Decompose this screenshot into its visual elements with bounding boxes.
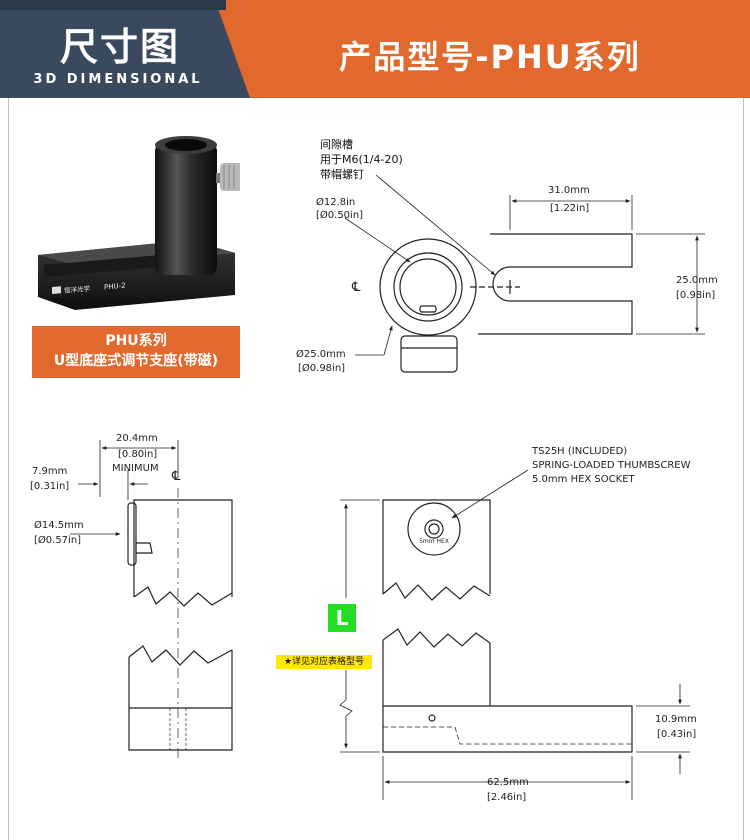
front-view-outline <box>382 499 633 753</box>
content-frame <box>8 98 744 840</box>
header-banner: 尺寸图 3D DIMENSIONAL 产品型号-PHU系列 <box>0 0 750 98</box>
side-centerline: ℄ <box>172 469 181 484</box>
product-photo: 恒洋光学 PHU-2 <box>38 136 240 310</box>
length-mm: 62.5mm <box>487 777 529 788</box>
photo-cylinder <box>155 143 217 275</box>
side-diameter-in: [Ø0.57in] <box>34 535 82 546</box>
bore-diameter-in: [Ø0.50in] <box>316 210 364 221</box>
header-left-panel <box>0 0 250 98</box>
side-width-in: [0.80in] <box>118 449 158 460</box>
photo-model: PHU-2 <box>104 281 126 292</box>
slot-note-line1: 间隙槽 <box>320 138 353 151</box>
top-height-in: [0.98in] <box>676 290 716 301</box>
screw-note-line1: TS25H (INCLUDED) <box>532 446 628 457</box>
length-note: ★详见对应表格型号 <box>276 655 372 669</box>
top-view-outline <box>379 233 633 373</box>
length-in: [2.46in] <box>487 792 527 803</box>
product-caption: PHU系列 U型底座式调节支座(带磁) <box>32 326 240 378</box>
outer-diameter-in: [Ø0.98in] <box>298 363 346 374</box>
photo-brand: 恒洋光学 <box>64 284 90 295</box>
side-thickness-mm: 7.9mm <box>32 466 68 477</box>
top-centerline: ℄ <box>352 280 361 295</box>
top-height-mm: 25.0mm <box>676 275 718 286</box>
side-view-outline <box>127 488 233 760</box>
top-width-in: [1.22in] <box>550 203 590 214</box>
slot-note-line2: 用于M6(1/4-20) <box>320 153 403 166</box>
length-badge: L <box>328 604 356 632</box>
base-height-in: [0.43in] <box>657 729 697 740</box>
caption-description: U型底座式调节支座(带磁) <box>53 353 219 369</box>
base-height-mm: 10.9mm <box>655 714 697 725</box>
slot-note-line3: 带帽螺钉 <box>320 168 364 181</box>
product-title: 产品型号-PHU系列 <box>339 38 641 76</box>
brand-logo-icon <box>52 286 61 294</box>
section-subtitle: 3D DIMENSIONAL <box>33 72 203 87</box>
header-left-strip <box>0 0 226 10</box>
side-width-note: MINIMUM <box>112 463 159 474</box>
photo-thumbscrew <box>220 163 240 191</box>
screw-note-line2: SPRING-LOADED THUMBSCREW <box>532 460 691 471</box>
side-thickness-in: [0.31in] <box>30 481 70 492</box>
side-diameter-mm: Ø14.5mm <box>34 520 84 531</box>
hex-label: 5mm HEX <box>419 538 449 545</box>
top-width-mm: 31.0mm <box>548 185 590 196</box>
bore-diameter-mm: Ø12.8in <box>316 197 356 208</box>
section-title: 尺寸图 <box>59 25 180 69</box>
caption-series: PHU系列 <box>105 333 167 349</box>
outer-diameter-mm: Ø25.0mm <box>296 349 346 360</box>
screw-note-line3: 5.0mm HEX SOCKET <box>532 474 635 485</box>
side-width-mm: 20.4mm <box>116 433 158 444</box>
